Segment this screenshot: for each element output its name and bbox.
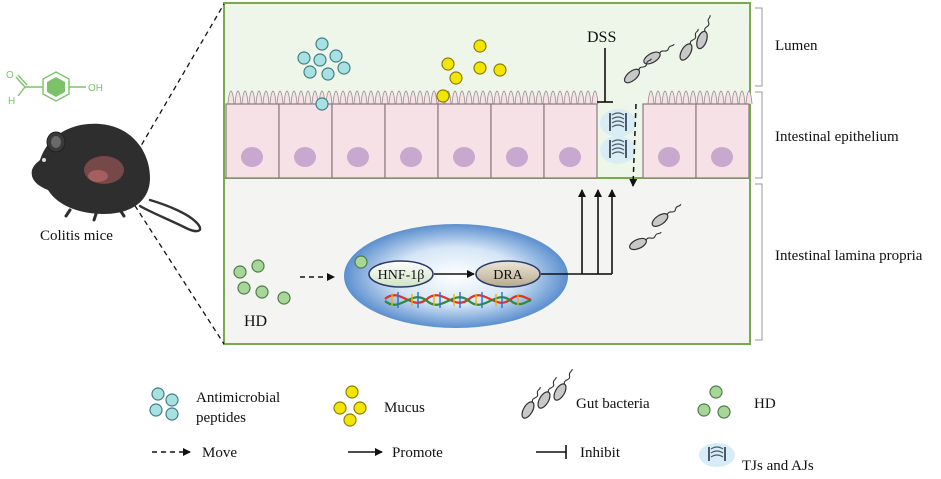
lamina-bacteria — [629, 204, 682, 251]
cell-nucleus — [658, 147, 680, 167]
bacterium-icon — [553, 368, 573, 401]
epithelial-cell — [490, 103, 545, 179]
dra-label: DRA — [493, 268, 523, 283]
bacterium-icon — [521, 386, 541, 419]
hd-in-nucleus — [354, 255, 368, 269]
bacterium-icon — [623, 58, 652, 84]
legend-move-label: Move — [202, 445, 237, 461]
dra-promote-arrows — [541, 189, 616, 275]
bacterium-icon — [679, 28, 699, 61]
bacterium-icon — [651, 204, 682, 227]
microvilli — [227, 90, 753, 105]
legend-promote-label: Promote — [392, 445, 443, 461]
hd-cluster — [233, 259, 291, 305]
hydroxyl-label: OH — [88, 83, 103, 94]
dna-helix — [384, 292, 532, 308]
cell-nucleus — [241, 147, 263, 167]
antimicrobial-peptides-cluster — [297, 37, 351, 111]
legend-inhibit-icon — [536, 445, 567, 459]
cell-nucleus — [711, 147, 733, 167]
bacterium-icon — [629, 231, 662, 251]
zoom-line-bottom — [129, 197, 225, 345]
lumen-bacteria — [623, 14, 711, 84]
epithelial-cell — [695, 103, 750, 179]
cell-nucleus — [400, 147, 422, 167]
tight-junction-icon — [600, 109, 636, 137]
legend-mucus-label: Mucus — [384, 400, 425, 416]
hd-label: HD — [244, 313, 267, 330]
legend-bacteria-label: Gut bacteria — [576, 396, 650, 412]
epithelial-cell — [278, 103, 333, 179]
cell-nucleus — [506, 147, 528, 167]
colitis-mice-label: Colitis mice — [40, 228, 113, 244]
epithelial-cell — [543, 103, 598, 179]
legend-amp-line2: peptides — [196, 410, 246, 426]
legend-inhibit-label: Inhibit — [580, 445, 621, 461]
legend-mucus-icon — [333, 385, 367, 427]
legend-hd-label: HD — [754, 396, 776, 412]
hydroxybenzaldehyde-structure-icon — [15, 71, 86, 102]
lumen-label: Lumen — [775, 38, 818, 54]
mucus-cluster — [436, 39, 507, 103]
mouse-icon — [31, 123, 202, 233]
legend-bacteria-icon — [521, 368, 573, 419]
legend-amp-line1: Antimicrobial — [196, 390, 280, 406]
aldehyde-o-label: O — [6, 70, 14, 81]
cell-nucleus — [347, 147, 369, 167]
legend-hd-icon — [697, 385, 731, 419]
epithelial-cell — [331, 103, 386, 179]
dss-label: DSS — [587, 29, 616, 46]
dra-node — [475, 260, 541, 288]
cell-nucleus — [559, 147, 581, 167]
bacterium-icon — [696, 14, 711, 50]
adherens-junction-icon — [600, 136, 636, 164]
dss-inhibit-arrow — [597, 48, 613, 103]
lamina-label: Intestinal lamina propria — [775, 248, 923, 264]
epithelial-cell — [437, 103, 492, 179]
epithelial-cell — [642, 103, 697, 179]
epithelium-label: Intestinal epithelium — [775, 129, 899, 145]
hnf1b-label: HNF-1β — [378, 268, 425, 283]
legend-tjs-label: TJs and AJs — [742, 458, 814, 474]
aldehyde-h-label: H — [8, 96, 15, 107]
epithelial-cells — [225, 103, 750, 179]
cell-nucleus — [294, 147, 316, 167]
layer-brackets — [755, 7, 763, 341]
cell-nucleus — [453, 147, 475, 167]
legend-tjs-icon — [699, 443, 735, 467]
epithelial-cell — [384, 103, 439, 179]
epithelial-cell — [225, 103, 280, 179]
hnf1b-node — [368, 260, 434, 288]
bacterium-icon — [537, 376, 557, 409]
legend-amp-icon — [149, 387, 179, 421]
bacteria-move-arrow — [629, 103, 638, 187]
zoom-line-top — [127, 3, 225, 169]
